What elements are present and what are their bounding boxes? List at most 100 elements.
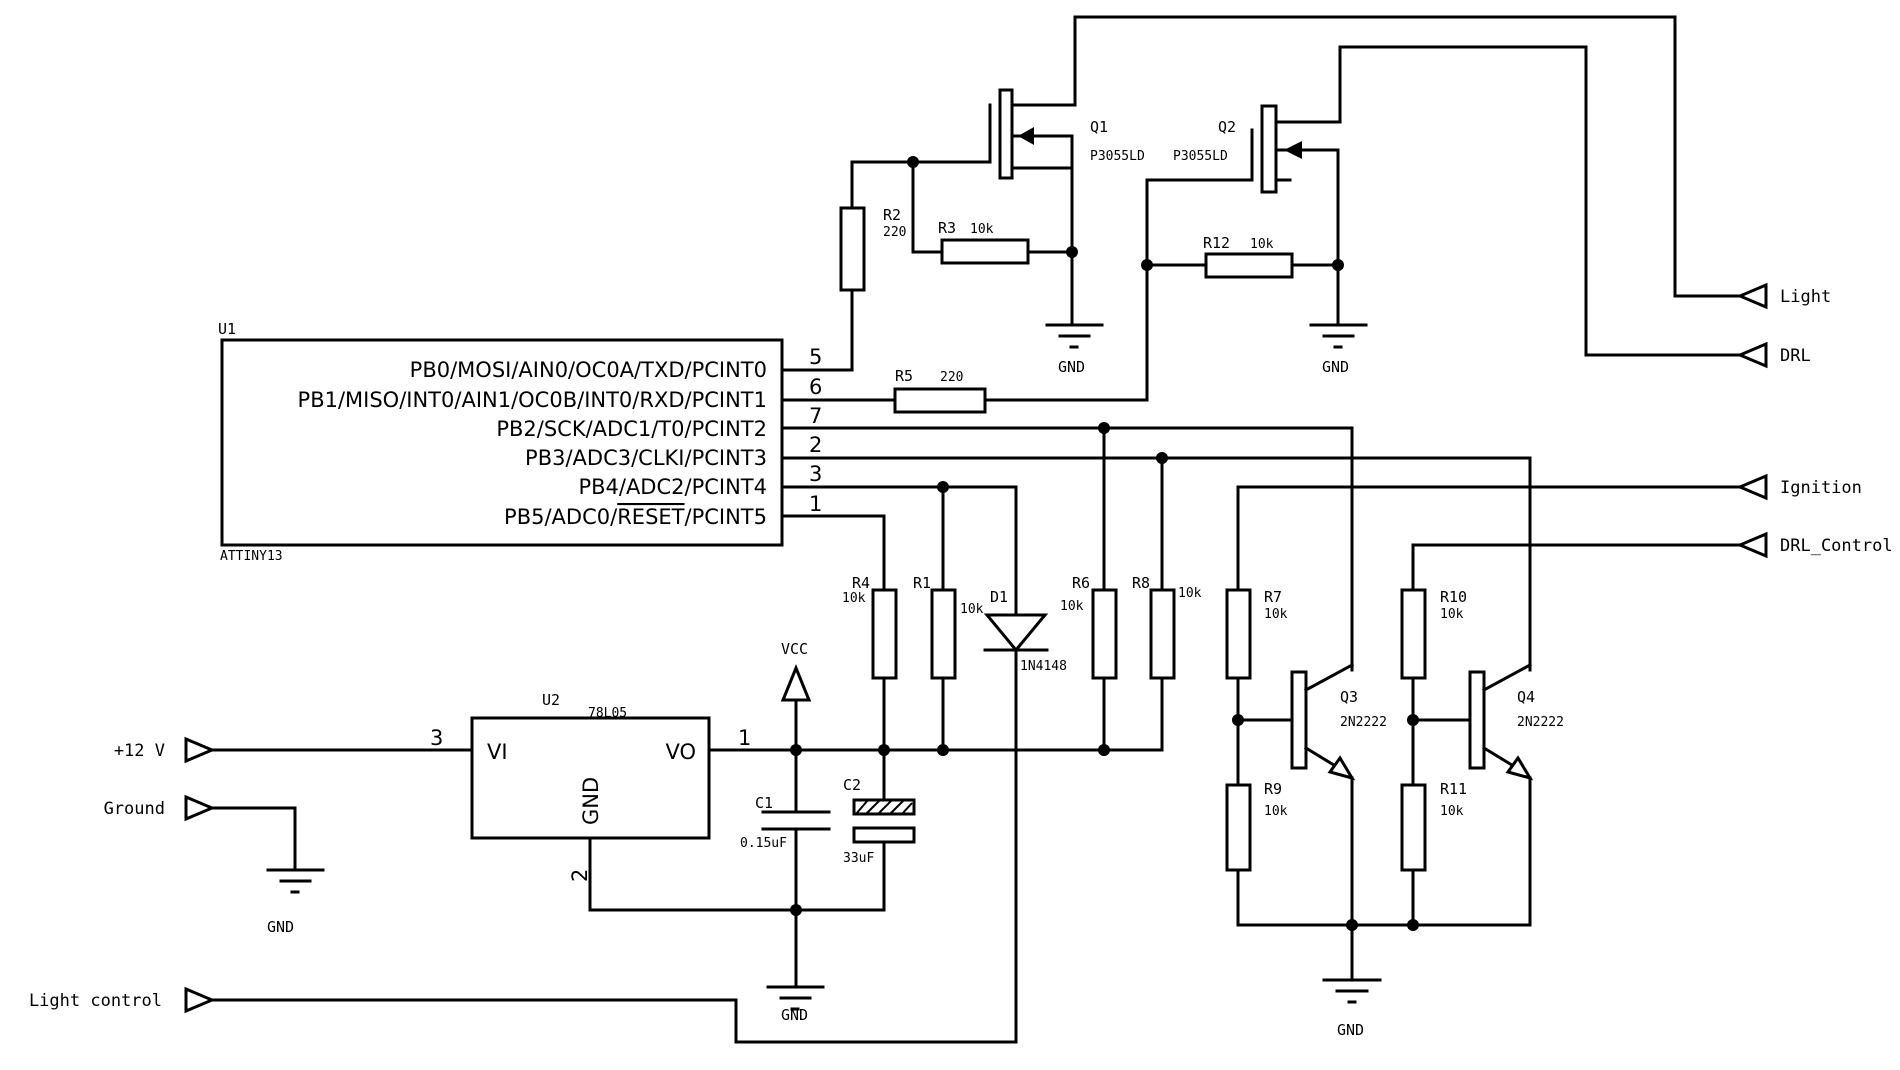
- r6-value: 10k: [1060, 599, 1084, 614]
- regulator-u2: U2 78L05 VI VO GND 3 1 2: [430, 691, 751, 882]
- r9-ref: R9: [1264, 780, 1282, 798]
- r4-value: 10k: [842, 591, 866, 606]
- port-light: Light: [1736, 282, 1831, 310]
- gnd-label-c1: GND: [781, 1006, 808, 1024]
- gnd-label-q2: GND: [1322, 358, 1349, 376]
- port-drl: DRL: [1736, 341, 1811, 369]
- microcontroller-u1: U1 ATTINY13 PB0/MOSI/AIN0/OC0A/TXD/PCINT…: [218, 320, 822, 564]
- r10-value: 10k: [1440, 607, 1464, 622]
- r6-ref: R6: [1072, 574, 1090, 592]
- r8-value: 10k: [1178, 586, 1202, 601]
- r12-value: 10k: [1250, 237, 1274, 252]
- diode-d1: D1 1N4148: [983, 588, 1067, 674]
- port-ignition: Ignition: [1736, 473, 1862, 501]
- resistor-r5: [893, 387, 987, 414]
- transistor-q3: Q3 2N2222: [1290, 662, 1387, 781]
- u1-pin-num-6: 6: [809, 375, 822, 399]
- u2-gnd-label: GND: [579, 777, 603, 825]
- port-drl-control-label: DRL_Control: [1780, 536, 1893, 556]
- gnd-label-q3q4: GND: [1337, 1021, 1364, 1039]
- ground-symbol-q3q4: GND: [1322, 978, 1382, 1039]
- u2-pin-num-3: 3: [430, 726, 443, 750]
- gnd-label-q1: GND: [1058, 358, 1085, 376]
- r1-ref: R1: [913, 574, 931, 592]
- u1-pin-num-7: 7: [809, 404, 822, 428]
- capacitor-c1: C1 0.15uF: [740, 794, 831, 851]
- ground-symbol-q2: GND: [1309, 323, 1368, 376]
- r7-ref: R7: [1264, 588, 1282, 606]
- resistors: R2 220 R3 10k R12 10k R5 220 R4 10k R1 1…: [839, 206, 1467, 872]
- r5-ref: R5: [895, 367, 913, 385]
- port-ground-label: Ground: [104, 799, 165, 819]
- r11-ref: R11: [1440, 780, 1467, 798]
- u1-pin-pb0: PB0/MOSI/AIN0/OC0A/TXD/PCINT0: [410, 358, 767, 382]
- resistor-r12: [1204, 252, 1294, 279]
- ground-symbol-c1: GND: [766, 985, 825, 1024]
- u2-pin-num-2: 2: [568, 869, 592, 882]
- q1-part: P3055LD: [1090, 149, 1145, 164]
- u1-pin-pb1: PB1/MISO/INT0/AIN1/OC0B/INT0/RXD/PCINT1: [298, 388, 767, 412]
- u1-pin-pb5: PB5/ADC0/RESET/PCINT5: [504, 505, 767, 529]
- c2-value: 33uF: [843, 851, 874, 866]
- resistor-r4: [871, 588, 898, 680]
- r2-value: 220: [883, 225, 906, 240]
- r3-ref: R3: [938, 219, 956, 237]
- d1-ref: D1: [990, 588, 1008, 606]
- port-plus12v-label: +12 V: [114, 741, 165, 761]
- port-light-control: Light control: [29, 986, 216, 1014]
- gnd-label-input: GND: [267, 918, 294, 936]
- resistor-r7: [1225, 588, 1252, 680]
- q4-ref: Q4: [1517, 688, 1535, 706]
- u1-pin-num-5: 5: [809, 345, 822, 369]
- q3-ref: Q3: [1340, 688, 1358, 706]
- u1-pin-num-2: 2: [809, 433, 822, 457]
- port-light-control-label: Light control: [29, 991, 162, 1011]
- r5-value: 220: [940, 370, 963, 385]
- resistor-r11: [1400, 783, 1427, 872]
- q1-ref: Q1: [1090, 118, 1108, 136]
- r4-ref: R4: [852, 574, 870, 592]
- u1-pin-num-3: 3: [809, 462, 822, 486]
- resistor-r9: [1225, 783, 1252, 872]
- capacitor-c2: C2 33uF: [843, 776, 916, 866]
- resistor-r6: [1091, 588, 1118, 680]
- r10-ref: R10: [1440, 588, 1467, 606]
- port-ground: Ground: [104, 794, 216, 822]
- u1-ref: U1: [218, 320, 236, 338]
- q4-part: 2N2222: [1517, 715, 1564, 730]
- u1-pin-pb4: PB4/ADC2/PCINT4: [578, 475, 767, 499]
- u1-pin-pb2: PB2/SCK/ADC1/T0/PCINT2: [496, 417, 767, 441]
- u2-ref: U2: [542, 691, 560, 709]
- port-plus12v: +12 V: [114, 736, 216, 764]
- port-drl-label: DRL: [1780, 346, 1811, 366]
- mosfet-q1: Q1 P3055LD: [988, 88, 1145, 180]
- c1-value: 0.15uF: [740, 836, 787, 851]
- port-light-label: Light: [1780, 287, 1831, 307]
- vcc-symbol: VCC: [780, 640, 812, 702]
- q2-ref: Q2: [1218, 118, 1236, 136]
- u1-part: ATTINY13: [220, 549, 283, 564]
- u2-part: 78L05: [588, 706, 627, 721]
- r12-ref: R12: [1203, 234, 1230, 252]
- resistor-r2: [839, 206, 866, 292]
- c1-ref: C1: [755, 794, 773, 812]
- u2-pin-num-1: 1: [738, 726, 751, 750]
- r11-value: 10k: [1440, 804, 1464, 819]
- c2-ref: C2: [843, 776, 861, 794]
- u1-pin-num-1: 1: [809, 492, 822, 516]
- u2-vi-label: VI: [487, 740, 508, 764]
- q2-part: P3055LD: [1173, 149, 1228, 164]
- resistor-r10: [1400, 588, 1427, 680]
- d1-part: 1N4148: [1020, 659, 1067, 674]
- transistor-q4: Q4 2N2222: [1468, 662, 1564, 781]
- port-drl-control: DRL_Control: [1736, 531, 1893, 559]
- ground-symbol-q1: GND: [1045, 323, 1104, 376]
- r1-value: 10k: [960, 602, 984, 617]
- ground-symbol-input: GND: [266, 868, 325, 936]
- u1-pin-pb3: PB3/ADC3/CLKI/PCINT3: [525, 446, 767, 470]
- resistor-r3: [940, 238, 1030, 265]
- r7-value: 10k: [1264, 607, 1288, 622]
- port-ignition-label: Ignition: [1780, 478, 1862, 498]
- u2-vo-label: VO: [665, 740, 696, 764]
- r8-ref: R8: [1132, 574, 1150, 592]
